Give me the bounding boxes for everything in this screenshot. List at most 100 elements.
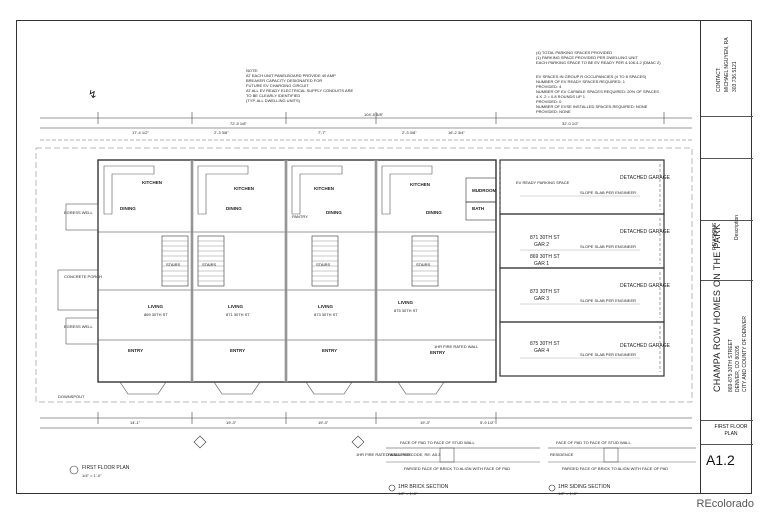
pantry-label: PANTRY: [292, 214, 308, 219]
garage-slope: SLOPE SLAB PER ENGINEER: [580, 190, 637, 195]
garage-unit: 869 30TH ST: [530, 254, 560, 260]
room-label-living: LIVING: [228, 304, 244, 309]
general-note-line: NOTE:: [246, 68, 259, 73]
stairs-label: STAIRS: [416, 262, 431, 267]
room-label-entry: ENTRY: [230, 348, 246, 353]
garage-2-outline: [499, 213, 665, 269]
general-note-line: AT EACH UNIT PANELBOARD PROVIDE 40 AMP: [246, 73, 336, 78]
room-label-kitchen: KITCHEN: [410, 182, 430, 187]
room-label-kitchen: KITCHEN: [314, 186, 334, 191]
garage-label: GAR 3: [534, 296, 550, 302]
parking-notes-header: (4) TOTAL PARKING SPACES PROVIDED: [536, 50, 613, 55]
north-arrow-icon: ↯: [88, 89, 98, 101]
room-label-dining: DINING: [120, 206, 136, 211]
section-face-of-pad: FACE OF PAD TO FACE OF STUD WALL: [400, 440, 475, 445]
garage-unit: 871 30TH ST: [530, 235, 560, 241]
section-residence: RESIDENCE: [388, 452, 412, 457]
contact-line: CONTACT:: [716, 67, 722, 92]
general-note-line: BREAKER CAPACITY DESIGNATED FOR: [246, 78, 323, 83]
address-line: DENVER, CO 80205: [735, 345, 741, 392]
dimension-left: 72'-5 1/8": [230, 121, 247, 126]
garage-unit: 873 30TH ST: [530, 289, 560, 295]
fire-wall-label: 1HR FIRE RATED WALL: [434, 344, 479, 349]
room-label-mudroom: MUDROOM: [472, 188, 497, 193]
section-fire-wall-note: 1HR FIRE RATED WALL PER CODE, RE: A5.3: [356, 452, 441, 457]
dimension-segment: 2'-3 3/8": [214, 130, 229, 135]
ev-notes-header: EV SPACES IN GROUP R OCCUPANCIES (4 TO 8…: [536, 74, 647, 79]
general-note-line: (TYP. ALL DWELLING UNITS): [246, 98, 301, 103]
address-line: 869-875 30TH STREET: [728, 338, 734, 392]
room-label-kitchen: KITCHEN: [142, 180, 162, 185]
parking-notes: (4) TOTAL PARKING SPACES PROVIDED (1) PA…: [536, 50, 661, 65]
section-residence: RESIDENCE: [550, 452, 574, 457]
drawing-scale: 1/4" = 1'-0": [82, 473, 102, 478]
drawing-title-brick-section: 1HR BRICK SECTION: [398, 484, 449, 490]
room-label-entry: ENTRY: [430, 350, 446, 355]
room-label-kitchen: KITCHEN: [234, 186, 254, 191]
sheet-title: FIRST FLOOR PLAN: [714, 424, 748, 437]
general-note-line: TO BE CLEARLY IDENTIFIED: [246, 93, 301, 98]
garage-slope: SLOPE SLAB PER ENGINEER: [580, 298, 637, 303]
concrete-porch-label: CONCRETE PORCH: [64, 274, 103, 279]
ev-note-line: PROVIDED: 4: [536, 84, 562, 89]
garage-slope: SLOPE SLAB PER ENGINEER: [580, 352, 637, 357]
garage-label: GAR 2: [534, 242, 550, 248]
garage-note: DETACHED GARAGE: [620, 283, 670, 289]
unit-address: 875 30TH ST: [394, 308, 418, 313]
dimension-segment: 19'-3": [226, 420, 237, 425]
room-label-bath: BATH: [472, 206, 485, 211]
egress-well-label: EGRESS WELL: [64, 324, 93, 329]
room-label-entry: ENTRY: [322, 348, 338, 353]
ev-note-line: NUMBER OF EV READY SPACES REQUIRED: 1: [536, 79, 625, 84]
dimension-overall: 104'-5 5/8": [364, 112, 384, 117]
address-line: CITY AND COUNTY OF DENVER: [742, 316, 748, 392]
drawing-scale: 1/2" = 1'-0": [398, 491, 418, 496]
dimension-segment: 19'-3": [318, 420, 329, 425]
section-parged: PARGED FACE OF BRICK TO ALIGN WITH FACE …: [404, 466, 511, 471]
room-label-living: LIVING: [398, 300, 414, 305]
garage-1-outline: [499, 159, 665, 215]
watermark: REcolorado: [696, 498, 754, 510]
ev-note-line: NUMBER OF EVSE INSTALLED SPACES REQUIRED…: [536, 104, 648, 109]
dimension-segment: 17'-4 1/2": [132, 130, 149, 135]
garage-label: GAR 4: [534, 348, 550, 354]
stairs-label: STAIRS: [166, 262, 181, 267]
general-note: NOTE: AT EACH UNIT PANELBOARD PROVIDE 40…: [246, 68, 353, 103]
contact-line: 303.736.5121: [732, 61, 738, 92]
ev-note-line: 4 X .2 = 0.8 ROUNDS UP 1: [536, 94, 585, 99]
garage-note: DETACHED GARAGE: [620, 175, 670, 181]
room-label-entry: ENTRY: [128, 348, 144, 353]
project-title: CHAMPA ROW HOMES ON THE PARK: [712, 223, 722, 392]
ev-note-line: NUMBER OF EV CAPABLE SPACES REQUIRED: 20…: [536, 89, 659, 94]
room-label-living: LIVING: [148, 304, 164, 309]
drawing-scale: 1/2" = 1'-0": [558, 491, 578, 496]
garage-4-outline: [499, 321, 665, 377]
contact-line: MICHAEL NGUYEN, RA: [724, 37, 730, 92]
stairs-label: STAIRS: [202, 262, 217, 267]
garage-note: DETACHED GARAGE: [620, 343, 670, 349]
general-note-line: FUTURE EV CHARGING CIRCUIT: [246, 83, 309, 88]
parking-note-line: EACH PARKING SPACE TO BE EV READY PER 4.…: [536, 60, 661, 65]
egress-well-label: EGRESS WELL: [64, 210, 93, 215]
parking-note-line: (1) PARKING SPACE PROVIDED PER DWELLING …: [536, 55, 638, 60]
unit-address: 871 30TH ST: [226, 312, 250, 317]
description-label: Description: [734, 214, 740, 240]
garage-slope: SLOPE SLAB PER ENGINEER: [580, 244, 637, 249]
ev-note-line: PROVIDED: 0: [536, 99, 562, 104]
unit-address: 869 30TH ST: [144, 312, 168, 317]
drawing-title-siding-section: 1HR SIDING SECTION: [558, 484, 611, 490]
drawing-title-floor-plan: FIRST FLOOR PLAN: [82, 465, 130, 471]
garage-label: GAR 1: [534, 261, 550, 267]
section-face-of-pad: FACE OF PAD TO FACE OF STUD WALL: [556, 440, 631, 445]
ev-note-line: PROVIDED: NONE: [536, 109, 571, 114]
unit-address: 873 30TH ST: [314, 312, 338, 317]
room-label-dining: DINING: [326, 210, 342, 215]
garage-unit: 875 30TH ST: [530, 341, 560, 347]
dimension-segment: 5'-9 1/2": [480, 420, 495, 425]
dimension-segment: 16'-2 3/4": [448, 130, 465, 135]
garage-note: DETACHED GARAGE: [620, 229, 670, 235]
stairs-label: STAIRS: [316, 262, 331, 267]
dimension-segment: 2'-3 3/8": [402, 130, 417, 135]
